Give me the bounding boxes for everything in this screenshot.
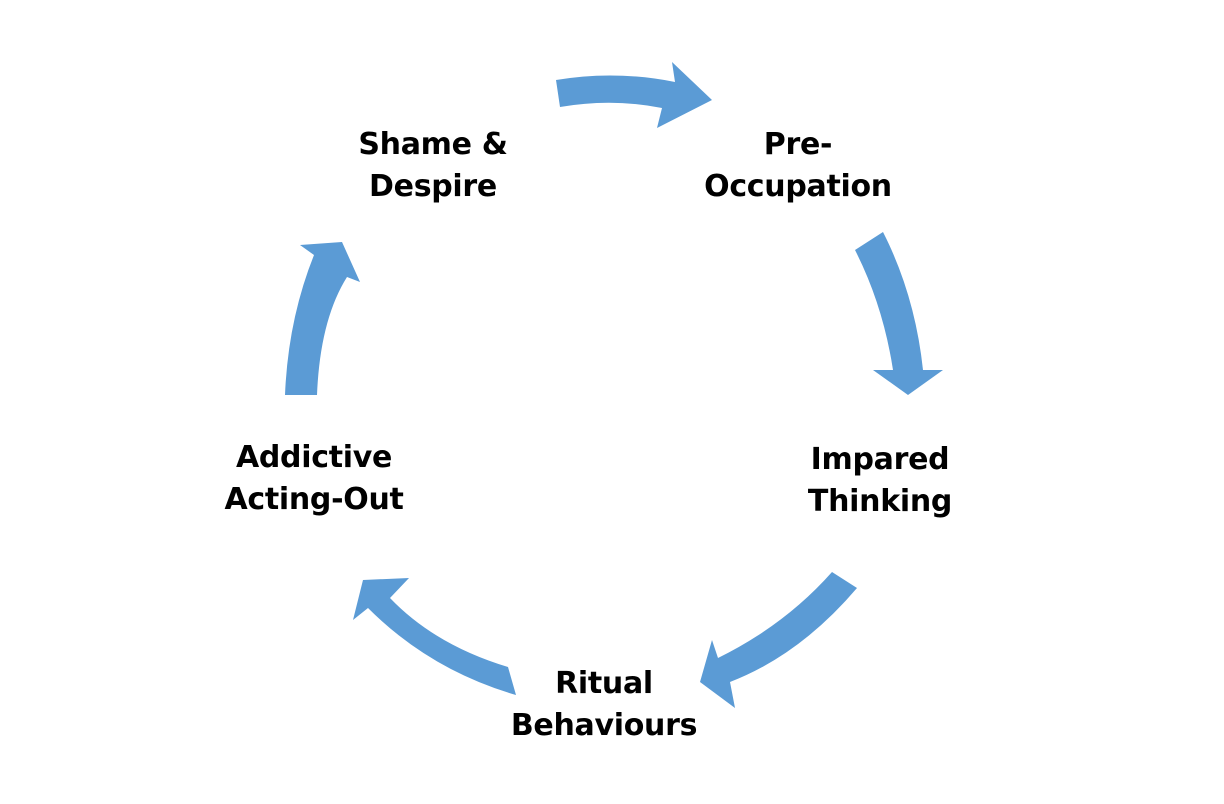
stage-label-line: Behaviours bbox=[510, 708, 698, 743]
stage-shame-despire: Shame & Despire bbox=[358, 124, 508, 208]
arrow-shame-to-preoccupation bbox=[556, 62, 712, 128]
stage-pre-occupation: Pre- Occupation bbox=[704, 124, 892, 208]
arrow-ritual-to-acting-out bbox=[353, 578, 516, 695]
arrow-acting-out-to-shame bbox=[285, 242, 360, 395]
stage-label-line: Pre- bbox=[763, 127, 833, 162]
stage-label-line: Impared bbox=[810, 442, 950, 477]
stage-label-line: Thinking bbox=[807, 484, 953, 519]
stage-ritual-behaviours: Ritual Behaviours bbox=[510, 663, 698, 747]
stage-label-line: Acting-Out bbox=[224, 482, 404, 517]
stage-label-line: Despire bbox=[369, 169, 497, 204]
stage-label-line: Shame & bbox=[358, 127, 508, 162]
arrow-preoccupation-to-impaired bbox=[855, 232, 943, 395]
arrow-impaired-to-ritual bbox=[700, 572, 857, 708]
stage-label-line: Ritual bbox=[555, 666, 653, 701]
stage-label-line: Occupation bbox=[704, 169, 892, 204]
stage-label-line: Addictive bbox=[235, 440, 393, 475]
stage-impared-thinking: Impared Thinking bbox=[808, 439, 952, 523]
stage-addictive-acting-out: Addictive Acting-Out bbox=[224, 437, 403, 521]
